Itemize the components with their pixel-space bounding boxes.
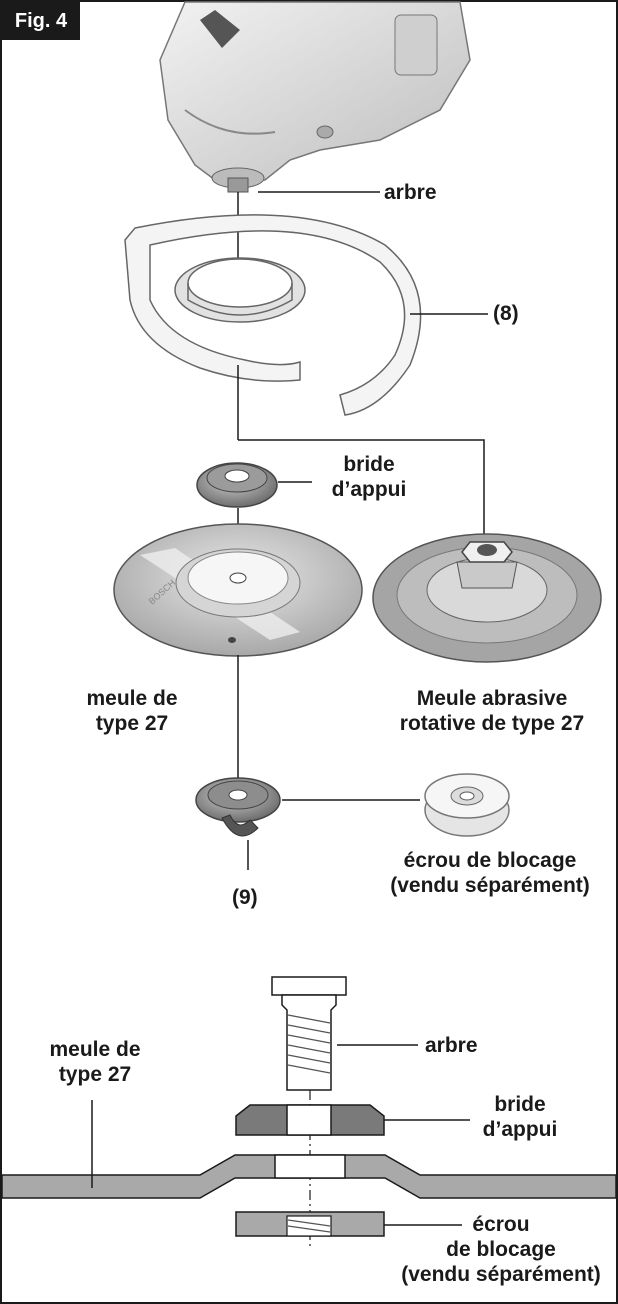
- section-meule-line1: meule de: [49, 1038, 141, 1061]
- section-ecrou-line1: écrou: [472, 1213, 530, 1236]
- section-label-bride: bride d’appui: [470, 1092, 570, 1142]
- type27-wheel: [113, 523, 363, 657]
- section-label-meule: meule de type 27: [30, 1037, 160, 1087]
- label-meule-type27: meule de type 27: [62, 686, 202, 736]
- label-abrasive-line1: Meule abrasive: [416, 687, 568, 710]
- separate-lock-nut: [424, 773, 510, 837]
- label-bride-appui: bride d’appui: [314, 452, 424, 502]
- connector-guard-right: [238, 439, 485, 550]
- cross-section: [1, 976, 617, 1250]
- section-meule-line2: type 27: [58, 1063, 132, 1086]
- label-arbre-top: arbre: [384, 181, 437, 204]
- label-ecrou-line2: (vendu séparément): [390, 874, 590, 897]
- lock-nut-9: [195, 777, 281, 837]
- section-label-arbre: arbre: [425, 1034, 478, 1057]
- label-bride-line1: bride: [343, 453, 395, 476]
- label-abrasive-line2: rotative de type 27: [399, 712, 585, 735]
- section-bride-line1: bride: [494, 1093, 546, 1116]
- label-ecrou-line1: écrou de blocage: [403, 849, 577, 872]
- backing-flange: [196, 462, 278, 508]
- label-ecrou-blocage: écrou de blocage (vendu séparément): [370, 848, 610, 898]
- grinder-body: [159, 1, 471, 193]
- section-ecrou-line3: (vendu séparément): [401, 1263, 601, 1286]
- label-meule-line2: type 27: [95, 712, 169, 735]
- label-meule-abrasive: Meule abrasive rotative de type 27: [378, 686, 606, 736]
- abrasive-wheel: [372, 533, 602, 663]
- wheel-guard: [124, 214, 422, 416]
- section-ecrou-line2: de blocage: [446, 1238, 556, 1261]
- label-meule-line1: meule de: [86, 687, 178, 710]
- figure-badge: Fig. 4: [2, 2, 80, 40]
- section-label-ecrou: écrou de blocage (vendu séparément): [388, 1212, 614, 1287]
- label-part-8: (8): [493, 302, 519, 325]
- label-bride-line2: d’appui: [331, 478, 407, 501]
- section-bride-line2: d’appui: [482, 1118, 558, 1141]
- label-part-9: (9): [232, 886, 258, 909]
